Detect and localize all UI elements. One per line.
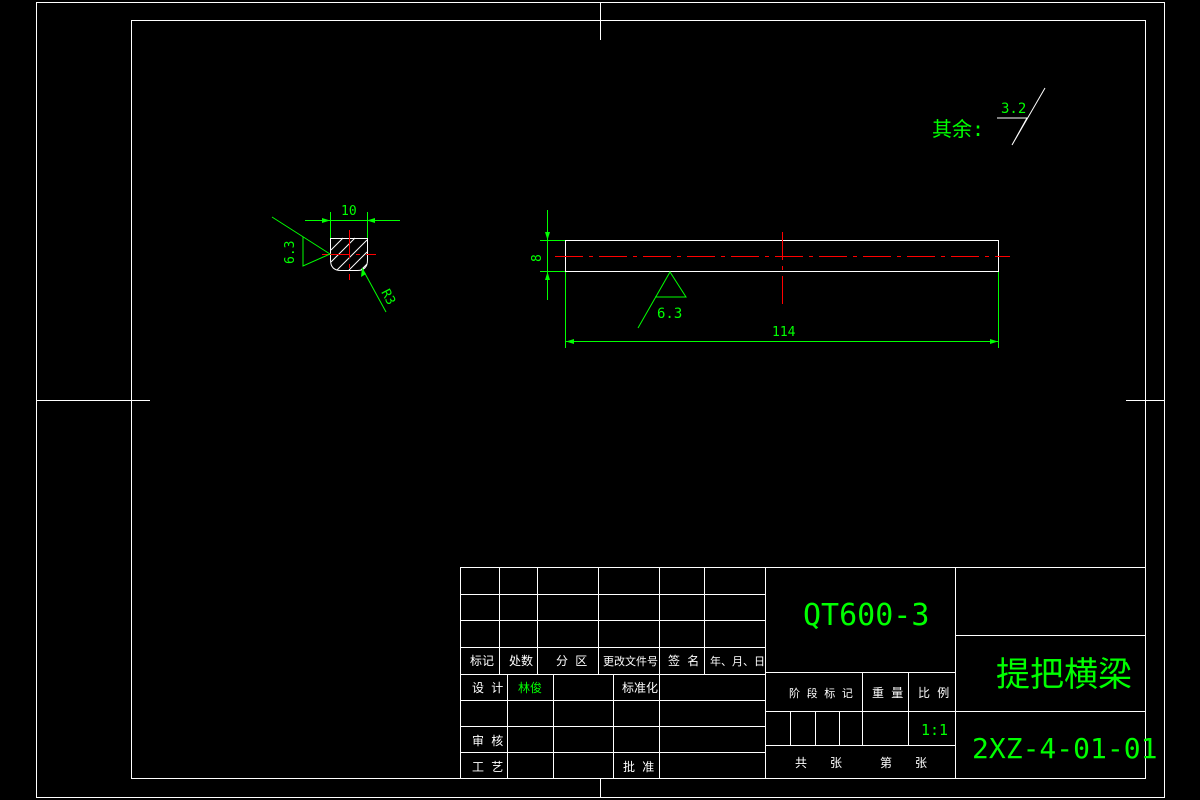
section-roughness-text: 6.3 — [283, 241, 298, 264]
section-outline — [330, 238, 368, 271]
label-weight: 重 量 — [872, 686, 903, 700]
header-count: 处数 — [509, 653, 533, 668]
designer-name: 林俊 — [518, 680, 542, 695]
scale-value: 1:1 — [921, 721, 948, 739]
height-dimension-text: 8 — [530, 254, 545, 262]
label-sheets-2: 张 — [915, 756, 927, 770]
label-review: 审 核 — [472, 733, 503, 748]
header-mark: 标记 — [470, 654, 494, 668]
header-date: 年、月、日 — [710, 654, 765, 668]
section-hatching — [330, 237, 368, 271]
label-sheets-1: 张 — [830, 756, 842, 770]
label-standardization: 标准化 — [622, 681, 658, 695]
main-roughness-symbol — [637, 271, 687, 329]
drawing-number: 2XZ-4-01-01 — [972, 732, 1157, 765]
section-roughness-symbol — [271, 216, 332, 267]
centering-marks — [36, 2, 1165, 797]
width-dimension-text: 10 — [341, 204, 357, 219]
radius-leader — [361, 267, 387, 313]
label-process: 工 艺 — [472, 760, 503, 774]
label-stage-mark: 阶 段 标 记 — [789, 686, 853, 700]
surface-finish-label: 其余: — [932, 117, 984, 141]
label-design: 设 计 — [472, 681, 503, 695]
main-roughness-text: 6.3 — [657, 306, 682, 322]
label-sheet-no: 第 — [880, 756, 892, 770]
title-block: 标记 处数 分 区 更改文件号 签 名 年、月、日 设 计 林俊 标准化 审 核… — [460, 567, 1157, 779]
surface-finish-value: 3.2 — [1001, 101, 1026, 117]
main-view: 8 114 6.3 — [530, 210, 1010, 348]
header-change-doc: 更改文件号 — [603, 654, 658, 668]
header-signature: 签 名 — [668, 653, 699, 668]
length-dimension-text: 114 — [772, 325, 796, 340]
label-approve: 批 准 — [623, 759, 654, 774]
section-view: 10 6.3 R3 — [271, 204, 400, 313]
part-name: 提把横梁 — [996, 655, 1132, 695]
label-ratio: 比 例 — [918, 686, 949, 700]
general-surface-finish: 其余: 3.2 — [932, 87, 1046, 146]
header-zone: 分 区 — [556, 654, 587, 668]
roughness-symbol — [997, 87, 1046, 146]
material-text: QT600-3 — [803, 598, 929, 633]
radius-dimension-text: R3 — [377, 287, 398, 308]
label-total: 共 — [795, 756, 807, 770]
